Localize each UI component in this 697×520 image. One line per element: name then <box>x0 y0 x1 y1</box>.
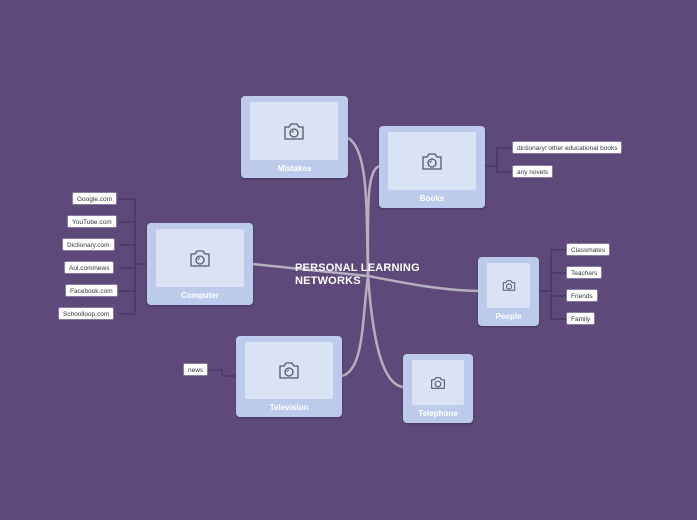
leaf-books-dictionary[interactable]: dictionary/ other educational books <box>512 141 623 154</box>
leaf-books-novels[interactable]: any novels <box>512 165 554 178</box>
books-leaf-connectors <box>485 147 512 173</box>
topic-people[interactable]: People <box>478 257 539 326</box>
branch-mistakes <box>347 136 370 277</box>
television-leaf-connector <box>209 369 236 377</box>
leaf-computer-schoolloop[interactable]: Schoolloop.com <box>58 307 115 320</box>
computer-leaf-connectors <box>119 198 147 315</box>
camera-icon <box>502 280 515 291</box>
leaf-people-family[interactable]: Family <box>566 312 596 325</box>
branch-people <box>367 274 479 293</box>
leaf-computer-dictionary[interactable]: Dictionary.com <box>62 238 115 251</box>
topic-telephone[interactable]: Telephone <box>403 354 473 423</box>
leaf-television-news[interactable]: news <box>183 363 209 376</box>
leaf-people-friends[interactable]: Friends <box>566 289 598 302</box>
topic-computer[interactable]: Computer <box>147 223 253 305</box>
image-placeholder <box>245 342 333 399</box>
image-placeholder <box>250 102 338 160</box>
branch-telephone <box>366 275 404 389</box>
topic-label: Television <box>269 403 309 412</box>
leaf-computer-facebook[interactable]: Facebook.com <box>65 284 118 297</box>
central-topic[interactable]: PERSONAL LEARNING NETWORKS <box>295 262 420 287</box>
camera-icon <box>190 249 210 267</box>
topic-label: Computer <box>181 291 219 300</box>
topic-television[interactable]: Television <box>236 336 342 417</box>
topic-label: Telephone <box>418 409 458 418</box>
branch-computer <box>252 262 369 278</box>
leaf-computer-aol[interactable]: Aol.com/news <box>64 261 115 274</box>
topic-label: Mistakes <box>277 164 312 173</box>
topic-mistakes[interactable]: Mistakes <box>241 96 348 178</box>
leaf-people-classmates[interactable]: Classmates <box>566 243 610 256</box>
leaf-computer-google[interactable]: Google.com <box>72 192 118 205</box>
image-placeholder <box>487 263 530 308</box>
image-placeholder <box>412 360 464 405</box>
camera-icon <box>431 376 445 389</box>
camera-icon <box>279 362 299 379</box>
branch-books <box>366 164 380 277</box>
leaf-computer-youtube[interactable]: YouTube.com <box>67 215 117 228</box>
camera-icon <box>284 122 304 140</box>
topic-label: Books <box>419 194 445 203</box>
leaf-people-teachers[interactable]: Teachers <box>566 266 603 279</box>
image-placeholder <box>388 132 476 190</box>
topic-label: People <box>495 312 522 321</box>
camera-icon <box>422 152 442 170</box>
people-leaf-connectors <box>539 249 566 320</box>
branch-television <box>341 275 370 378</box>
topic-books[interactable]: Books <box>379 126 485 208</box>
image-placeholder <box>156 229 244 287</box>
